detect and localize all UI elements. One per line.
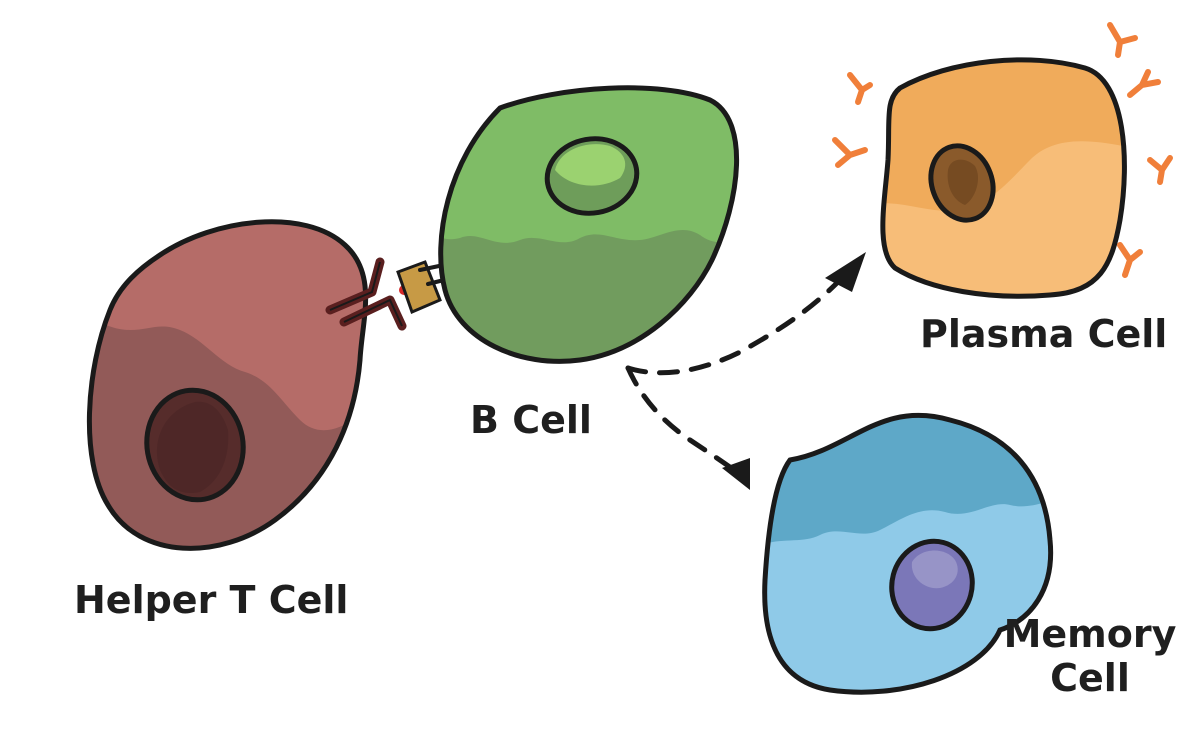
memory-cell-label: Memory Cell <box>1000 612 1180 700</box>
memory-cell-nucleus-highlight <box>911 550 958 589</box>
b-cell-label: B Cell <box>470 398 592 442</box>
arrow-head-icon <box>825 252 866 292</box>
antibodies <box>832 22 1173 278</box>
plasma-cell-highlight <box>882 141 1125 297</box>
plasma-cell-nucleus-shade <box>947 159 979 205</box>
antibody-icon <box>1107 22 1138 58</box>
b-cell <box>438 85 739 364</box>
plasma-cell <box>832 22 1173 299</box>
b-cell-nucleus-highlight <box>555 144 626 186</box>
arrow-head-icon <box>722 458 750 490</box>
memory-cell-label-line2: Cell <box>1050 656 1130 700</box>
b-cell-outline <box>438 85 739 364</box>
antibody-icon <box>1147 155 1173 185</box>
arrow-line <box>625 365 737 473</box>
antibody-icon <box>1127 69 1161 98</box>
helper-t-cell-nucleus-shade <box>156 401 229 494</box>
antibody-icon <box>832 137 868 168</box>
helper-t-cell-outline <box>86 219 369 551</box>
memory-cell-outline <box>762 412 1054 695</box>
antibody-icon <box>847 72 873 105</box>
arrow-line <box>625 277 843 376</box>
arrow-to-memory-cell <box>625 365 750 490</box>
memory-cell-label-line1: Memory <box>1003 612 1177 656</box>
antibody-icon <box>1117 242 1143 278</box>
helper-t-cell <box>86 219 369 551</box>
helper-t-cell-highlight <box>90 221 366 431</box>
arrow-to-plasma-cell <box>625 252 866 376</box>
plasma-cell-label: Plasma Cell <box>920 312 1168 356</box>
helper-t-cell-label: Helper T Cell <box>74 578 349 622</box>
plasma-cell-outline <box>880 57 1127 299</box>
antigen-block <box>396 260 442 315</box>
